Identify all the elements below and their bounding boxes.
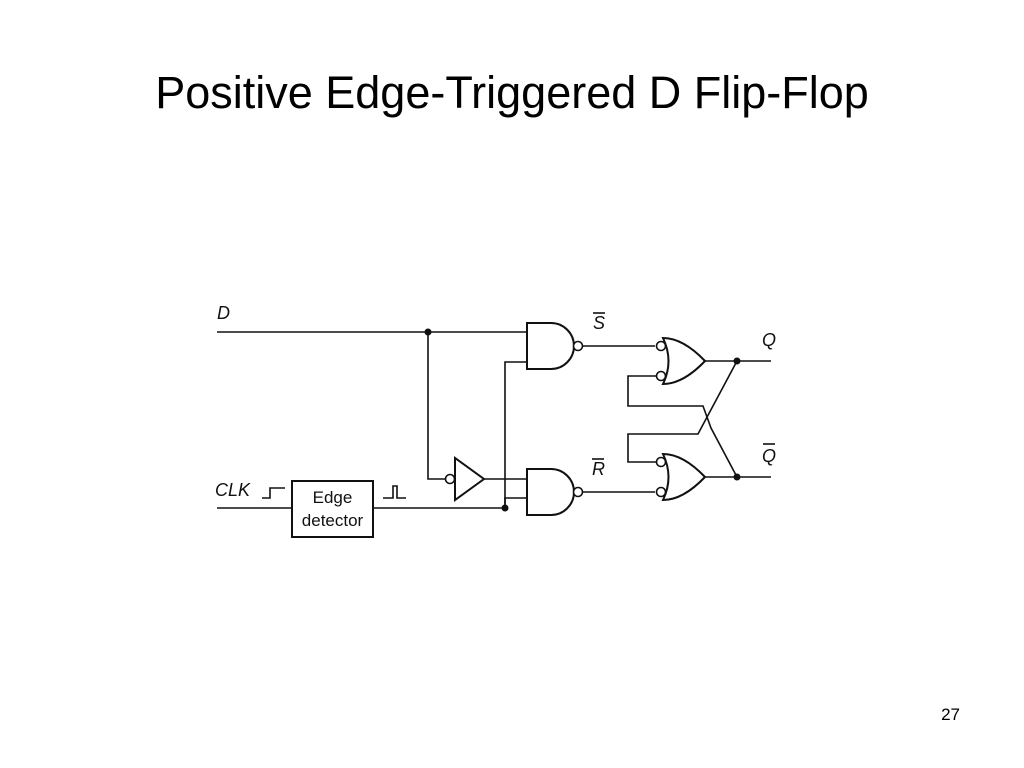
pulse-waveform-icon xyxy=(383,485,406,499)
s-bar-label: S xyxy=(593,313,605,333)
inverter-gate xyxy=(454,456,486,502)
nand-gate-s xyxy=(526,322,575,370)
edge-detector-label-line2: detector xyxy=(302,511,364,530)
clk-step-waveform-icon xyxy=(262,487,285,499)
latch-or-gate-upper xyxy=(661,336,707,386)
r-bar-label: R xyxy=(592,459,605,479)
q-output-label: Q xyxy=(762,330,776,350)
nand-gate-r-output-bubble xyxy=(572,486,584,498)
feedback-q-bar-to-upper-gate xyxy=(627,375,738,478)
feedback-q-to-lower-gate xyxy=(627,360,738,463)
latch-upper-input-bubble-2 xyxy=(655,370,667,382)
clk-input-label: CLK xyxy=(215,480,251,500)
d-to-inverter-wire xyxy=(427,332,445,480)
edge-detector-box xyxy=(291,480,374,538)
d-input-label: D xyxy=(217,303,230,323)
latch-lower-input-bubble-2 xyxy=(655,486,667,498)
q-bar-output-label: Q xyxy=(762,446,776,466)
latch-lower-input-bubble-1 xyxy=(655,456,667,468)
pulsed-clock-to-nand-r-wire xyxy=(504,497,527,508)
nand-gate-r xyxy=(526,468,575,516)
edge-detector-label-line1: Edge xyxy=(313,488,353,507)
nand-gate-s-output-bubble xyxy=(572,340,584,352)
pulsed-clock-to-nand-s-wire xyxy=(504,361,527,508)
slide-title: Positive Edge-Triggered D Flip-Flop xyxy=(155,67,869,118)
latch-upper-input-bubble-1 xyxy=(655,340,667,352)
inverter-input-bubble xyxy=(444,473,456,485)
latch-or-gate-lower xyxy=(661,452,707,502)
slide-page-number: 27 xyxy=(941,705,960,724)
